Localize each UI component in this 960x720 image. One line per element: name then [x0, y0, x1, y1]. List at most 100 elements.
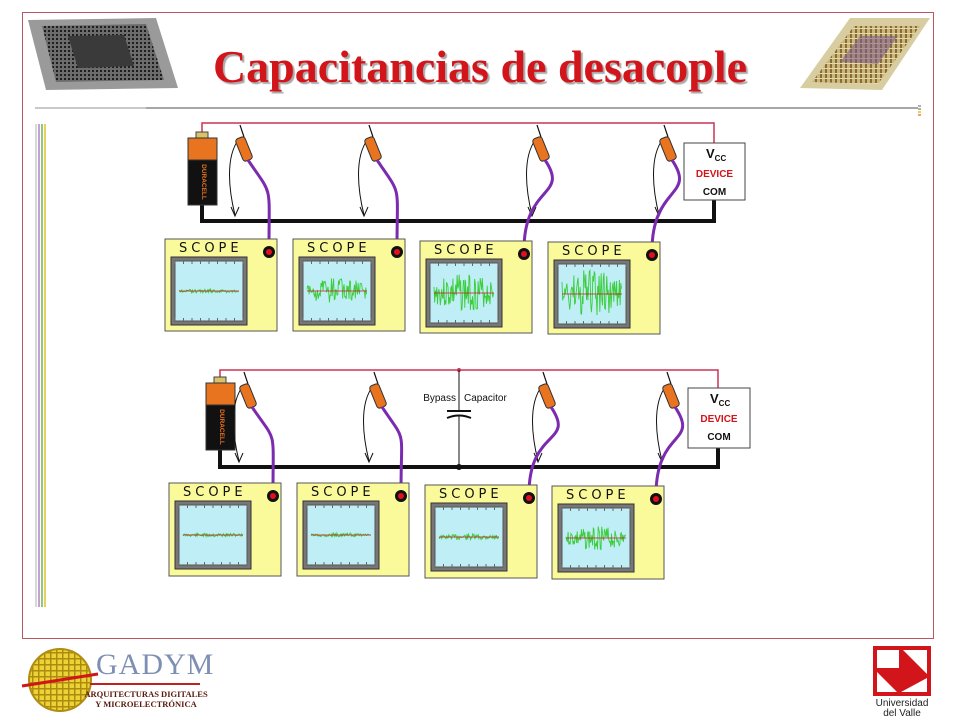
- probe-body: [235, 136, 253, 162]
- scope-label: SCOPE: [439, 487, 503, 502]
- univalle-logo-icon: [873, 646, 931, 696]
- probe-cable: [650, 159, 682, 252]
- scope-noise-trace: [438, 532, 499, 542]
- scope-input-jack-center: [266, 249, 272, 255]
- gadym-subtitle-line1: ARQUITECTURAS DIGITALES: [84, 689, 208, 699]
- battery-top: [187, 137, 218, 161]
- probe-body: [659, 136, 677, 162]
- bypass-plate-bottom: [446, 414, 472, 419]
- probe-cable: [246, 159, 271, 249]
- probe-tip: [666, 371, 672, 385]
- probe-tip: [663, 124, 669, 138]
- scope-2: SCOPE: [292, 238, 406, 332]
- scope-input-jack-center: [398, 493, 404, 499]
- probe-ground-lead: [526, 138, 537, 216]
- gadym-logo-name: GADYM: [96, 648, 215, 681]
- bypass-node-bottom: [456, 464, 462, 470]
- scope-1: SCOPE: [164, 238, 278, 332]
- supply-wire: [201, 122, 715, 143]
- left-side-bar: [44, 124, 46, 607]
- bypass-label-left: Bypass: [423, 393, 456, 404]
- scope-input-jack-center: [394, 249, 400, 255]
- rule-stripe: [918, 105, 921, 107]
- scope-input-jack-center: [653, 496, 659, 502]
- gadym-underline: [90, 683, 200, 685]
- probe-body: [369, 383, 387, 409]
- probe-tip: [239, 124, 245, 138]
- device-com-label: COM: [707, 432, 730, 443]
- title-rule-right: [146, 107, 918, 109]
- probe-tip: [373, 371, 379, 385]
- probe-ground-lead: [363, 385, 374, 462]
- probe-body: [532, 136, 550, 162]
- probe-2: [363, 371, 404, 493]
- gadym-logo-icon: [21, 648, 99, 712]
- scope-3: SCOPE: [424, 484, 538, 579]
- probe-2: [358, 124, 399, 249]
- battery-top: [205, 382, 236, 406]
- probe-cable: [250, 406, 275, 493]
- scope-noise-trace: [306, 277, 367, 303]
- device-box: [683, 142, 746, 201]
- probe-1: [229, 124, 271, 249]
- probe-ground-lead: [233, 385, 244, 462]
- scope-4: SCOPE: [547, 241, 661, 335]
- battery-body: [205, 404, 236, 451]
- title-rule-left: [35, 107, 146, 109]
- probe-4: [654, 371, 685, 496]
- scope-noise-trace: [433, 274, 494, 312]
- scope-1: SCOPE: [168, 482, 282, 577]
- bypass-label-right: Capacitor: [464, 393, 507, 404]
- scope-3: SCOPE: [419, 240, 533, 334]
- left-side-bar: [41, 124, 43, 607]
- probe-3: [527, 371, 560, 495]
- scope-label: SCOPE: [562, 244, 626, 259]
- univalle-name-line2: del Valle: [883, 708, 921, 719]
- probe-body: [538, 383, 556, 409]
- slide-frame: [22, 12, 934, 639]
- probe-ground-arrow: [359, 206, 369, 218]
- scope-noise-trace: [565, 526, 626, 551]
- probe-tip: [368, 124, 374, 138]
- probe-tip: [542, 371, 548, 385]
- scope-input-jack-center: [526, 495, 532, 501]
- probe-cable: [522, 159, 554, 251]
- probe-ground-lead: [229, 138, 240, 216]
- probe-ground-lead: [653, 138, 664, 216]
- probe-body: [239, 383, 257, 409]
- supply-wire: [219, 369, 719, 388]
- battery-brand-label: DURACELL: [200, 164, 207, 200]
- probe-cable: [375, 159, 399, 249]
- scope-2: SCOPE: [296, 482, 410, 577]
- device-name-label: DEVICE: [696, 169, 734, 180]
- battery-brand-label: DURACELL: [218, 409, 225, 445]
- ic-die-photo-left: [28, 18, 178, 90]
- probe-cable: [654, 406, 685, 496]
- scope-label: SCOPE: [183, 485, 247, 500]
- left-side-bar: [35, 124, 37, 607]
- gadym-subtitle-line2: Y MICROELECTRÓNICA: [95, 699, 197, 709]
- probe-body: [364, 136, 382, 162]
- ic-die-photo-right: [800, 18, 930, 90]
- scope-4: SCOPE: [551, 485, 665, 580]
- rule-stripe: [918, 108, 921, 110]
- probe-tip: [536, 124, 542, 138]
- scope-input-jack-center: [270, 493, 276, 499]
- left-side-bar: [38, 124, 40, 607]
- device-com-label: COM: [703, 187, 726, 198]
- probe-cable: [527, 406, 560, 495]
- scope-label: SCOPE: [566, 488, 630, 503]
- ground-bus: [218, 448, 720, 469]
- slide-title: Capacitancias de desacople: [212, 41, 748, 92]
- scope-label: SCOPE: [311, 485, 375, 500]
- scope-label: SCOPE: [307, 241, 371, 256]
- probe-1: [233, 371, 275, 493]
- probe-ground-lead: [656, 385, 667, 462]
- device-name-label: DEVICE: [700, 414, 738, 425]
- probe-cable: [380, 406, 404, 493]
- probe-3: [522, 124, 554, 251]
- rule-stripe: [918, 111, 921, 113]
- univalle-name-line1: Universidad: [875, 698, 929, 709]
